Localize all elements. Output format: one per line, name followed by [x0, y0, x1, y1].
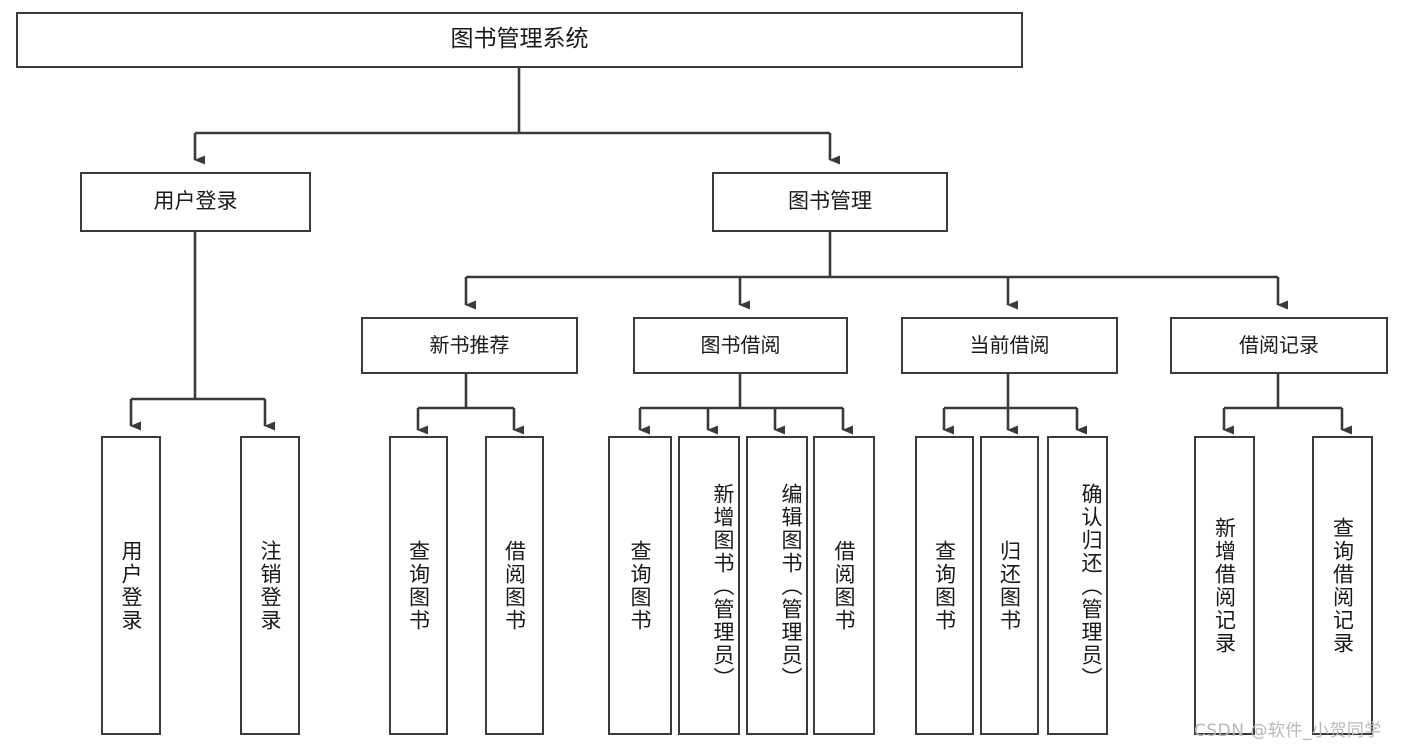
node-new-book-recommend[interactable]: 新书推荐 [361, 317, 578, 374]
leaf-current-query-book[interactable]: 查询图书 [915, 436, 974, 735]
leaf-borrow-edit-book-admin[interactable]: 编辑图书（管理员） [746, 436, 808, 735]
leaf-borrow-add-book-admin[interactable]: 新增图书（管理员） [678, 436, 740, 735]
node-book-management[interactable]: 图书管理 [712, 172, 948, 232]
leaf-user-login-logout[interactable]: 注销登录 [240, 436, 300, 735]
node-root-system[interactable]: 图书管理系统 [16, 12, 1023, 68]
leaf-record-add-record[interactable]: 新增借阅记录 [1194, 436, 1255, 735]
leaf-record-query-record[interactable]: 查询借阅记录 [1312, 436, 1373, 735]
leaf-recommend-query-book[interactable]: 查询图书 [389, 436, 448, 735]
node-borrow-record[interactable]: 借阅记录 [1170, 317, 1388, 374]
leaf-user-login-login[interactable]: 用户登录 [101, 436, 161, 735]
csdn-watermark: CSDN @软件_小贺同学 [1194, 721, 1382, 741]
node-book-borrow[interactable]: 图书借阅 [633, 317, 848, 374]
node-current-borrow[interactable]: 当前借阅 [901, 317, 1118, 374]
leaf-borrow-query-book[interactable]: 查询图书 [608, 436, 672, 735]
node-user-login[interactable]: 用户登录 [80, 172, 311, 232]
leaf-current-return-book[interactable]: 归还图书 [980, 436, 1039, 735]
leaf-recommend-borrow-book[interactable]: 借阅图书 [485, 436, 544, 735]
leaf-current-confirm-return-admin[interactable]: 确认归还（管理员） [1047, 436, 1108, 735]
leaf-borrow-borrow-book[interactable]: 借阅图书 [813, 436, 875, 735]
